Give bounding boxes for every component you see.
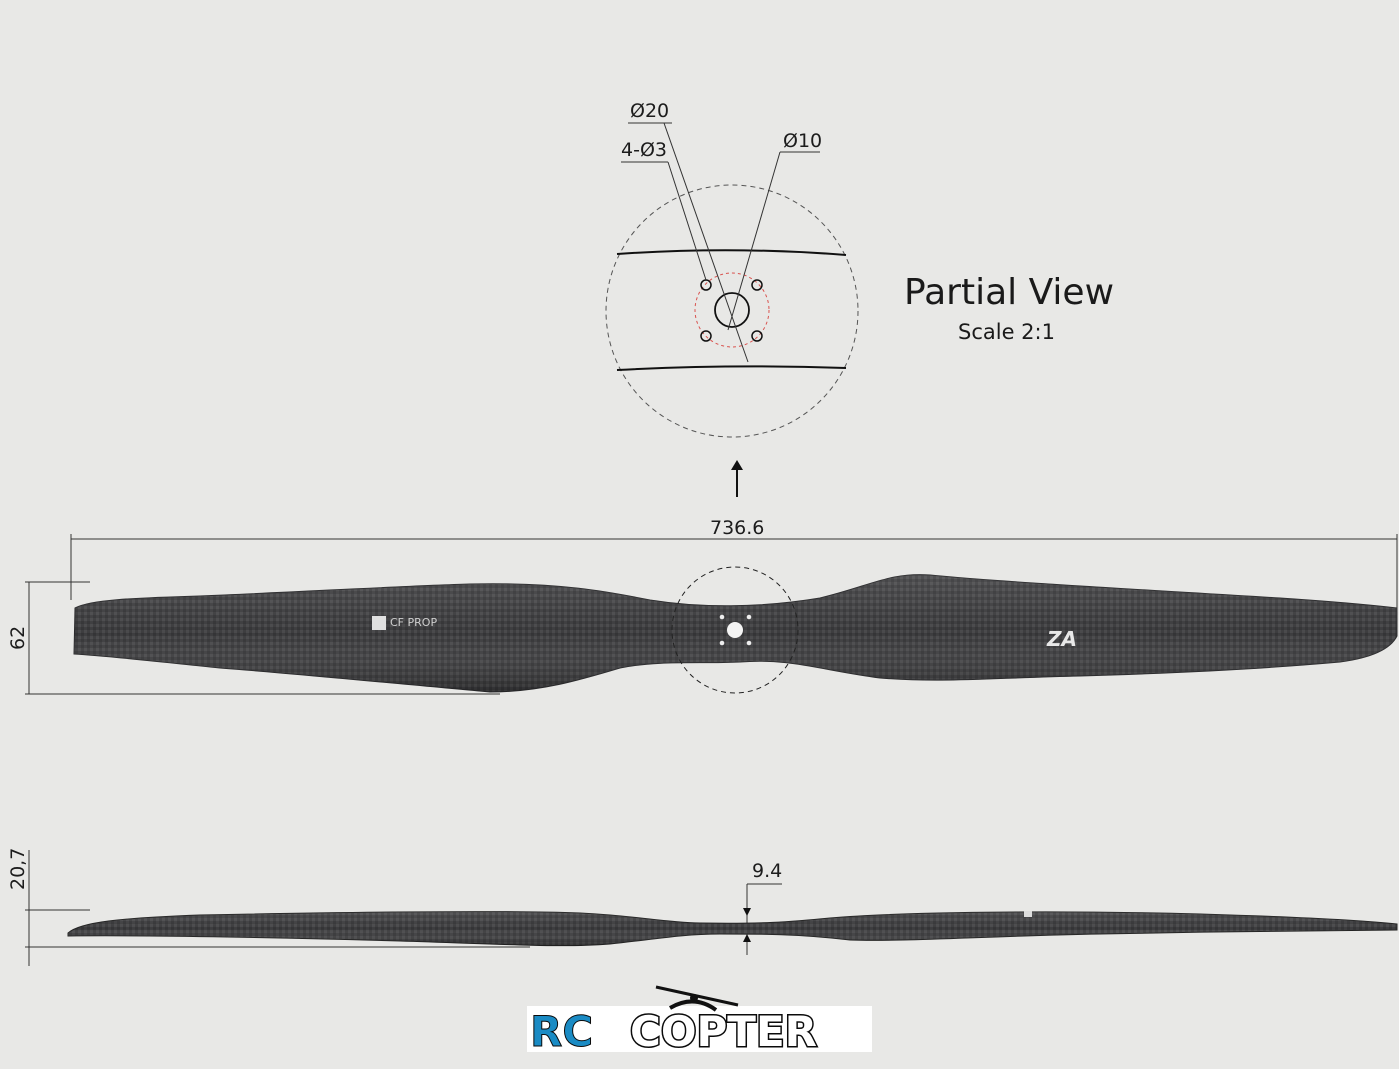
- width-dim: 62: [7, 626, 29, 650]
- side-view: 20,7 9.4: [7, 848, 1398, 966]
- leader-d10: [727, 151, 781, 331]
- center-bore: [714, 292, 750, 328]
- leader-holes: [667, 161, 707, 281]
- leader-d20: [663, 122, 743, 346]
- hub-hole: [719, 640, 725, 646]
- hub-hole: [719, 614, 725, 620]
- length-dim: 736.6: [710, 517, 764, 539]
- detail-boundary-circle: [605, 184, 859, 438]
- hub-hole: [746, 614, 752, 620]
- label-d20: Ø20: [630, 100, 669, 122]
- label-d10: Ø10: [783, 130, 822, 152]
- bolt-circle: [694, 272, 770, 348]
- top-view: 736.6 62 CF PROP ZA: [7, 517, 1398, 695]
- partial-view-detail: Ø20 4-Ø3 Ø10: [605, 100, 859, 438]
- mount-hole: [751, 279, 763, 291]
- rccopter-logo: RC COPTER: [527, 985, 872, 1058]
- hub-hole: [746, 640, 752, 646]
- brand-logo-mark: [372, 616, 386, 630]
- mount-hole: [700, 279, 712, 291]
- blade-edge-bottom: [616, 365, 847, 371]
- thickness-dim: 9.4: [752, 860, 782, 882]
- blade-edge-top: [616, 249, 847, 256]
- view-arrow: [731, 460, 743, 497]
- label-holes: 4-Ø3: [621, 139, 667, 161]
- hub-bore: [727, 622, 743, 638]
- hub-detail-circle: [671, 566, 799, 694]
- mount-hole: [751, 330, 763, 342]
- side-height-dim: 20,7: [7, 848, 29, 890]
- model-text: ZA: [1046, 627, 1077, 651]
- mount-hole: [700, 330, 712, 342]
- partial-view-scale: Scale 2:1: [958, 320, 1055, 344]
- brand-text: CF PROP: [390, 616, 437, 629]
- partial-view-title: Partial View: [904, 272, 1115, 313]
- side-brand-mark: [1024, 911, 1032, 917]
- helicopter-icon: [655, 985, 739, 1012]
- logo-copter: COPTER: [630, 1007, 817, 1056]
- leader-d20-tail: [741, 344, 749, 363]
- logo-rc: RC: [530, 1007, 593, 1056]
